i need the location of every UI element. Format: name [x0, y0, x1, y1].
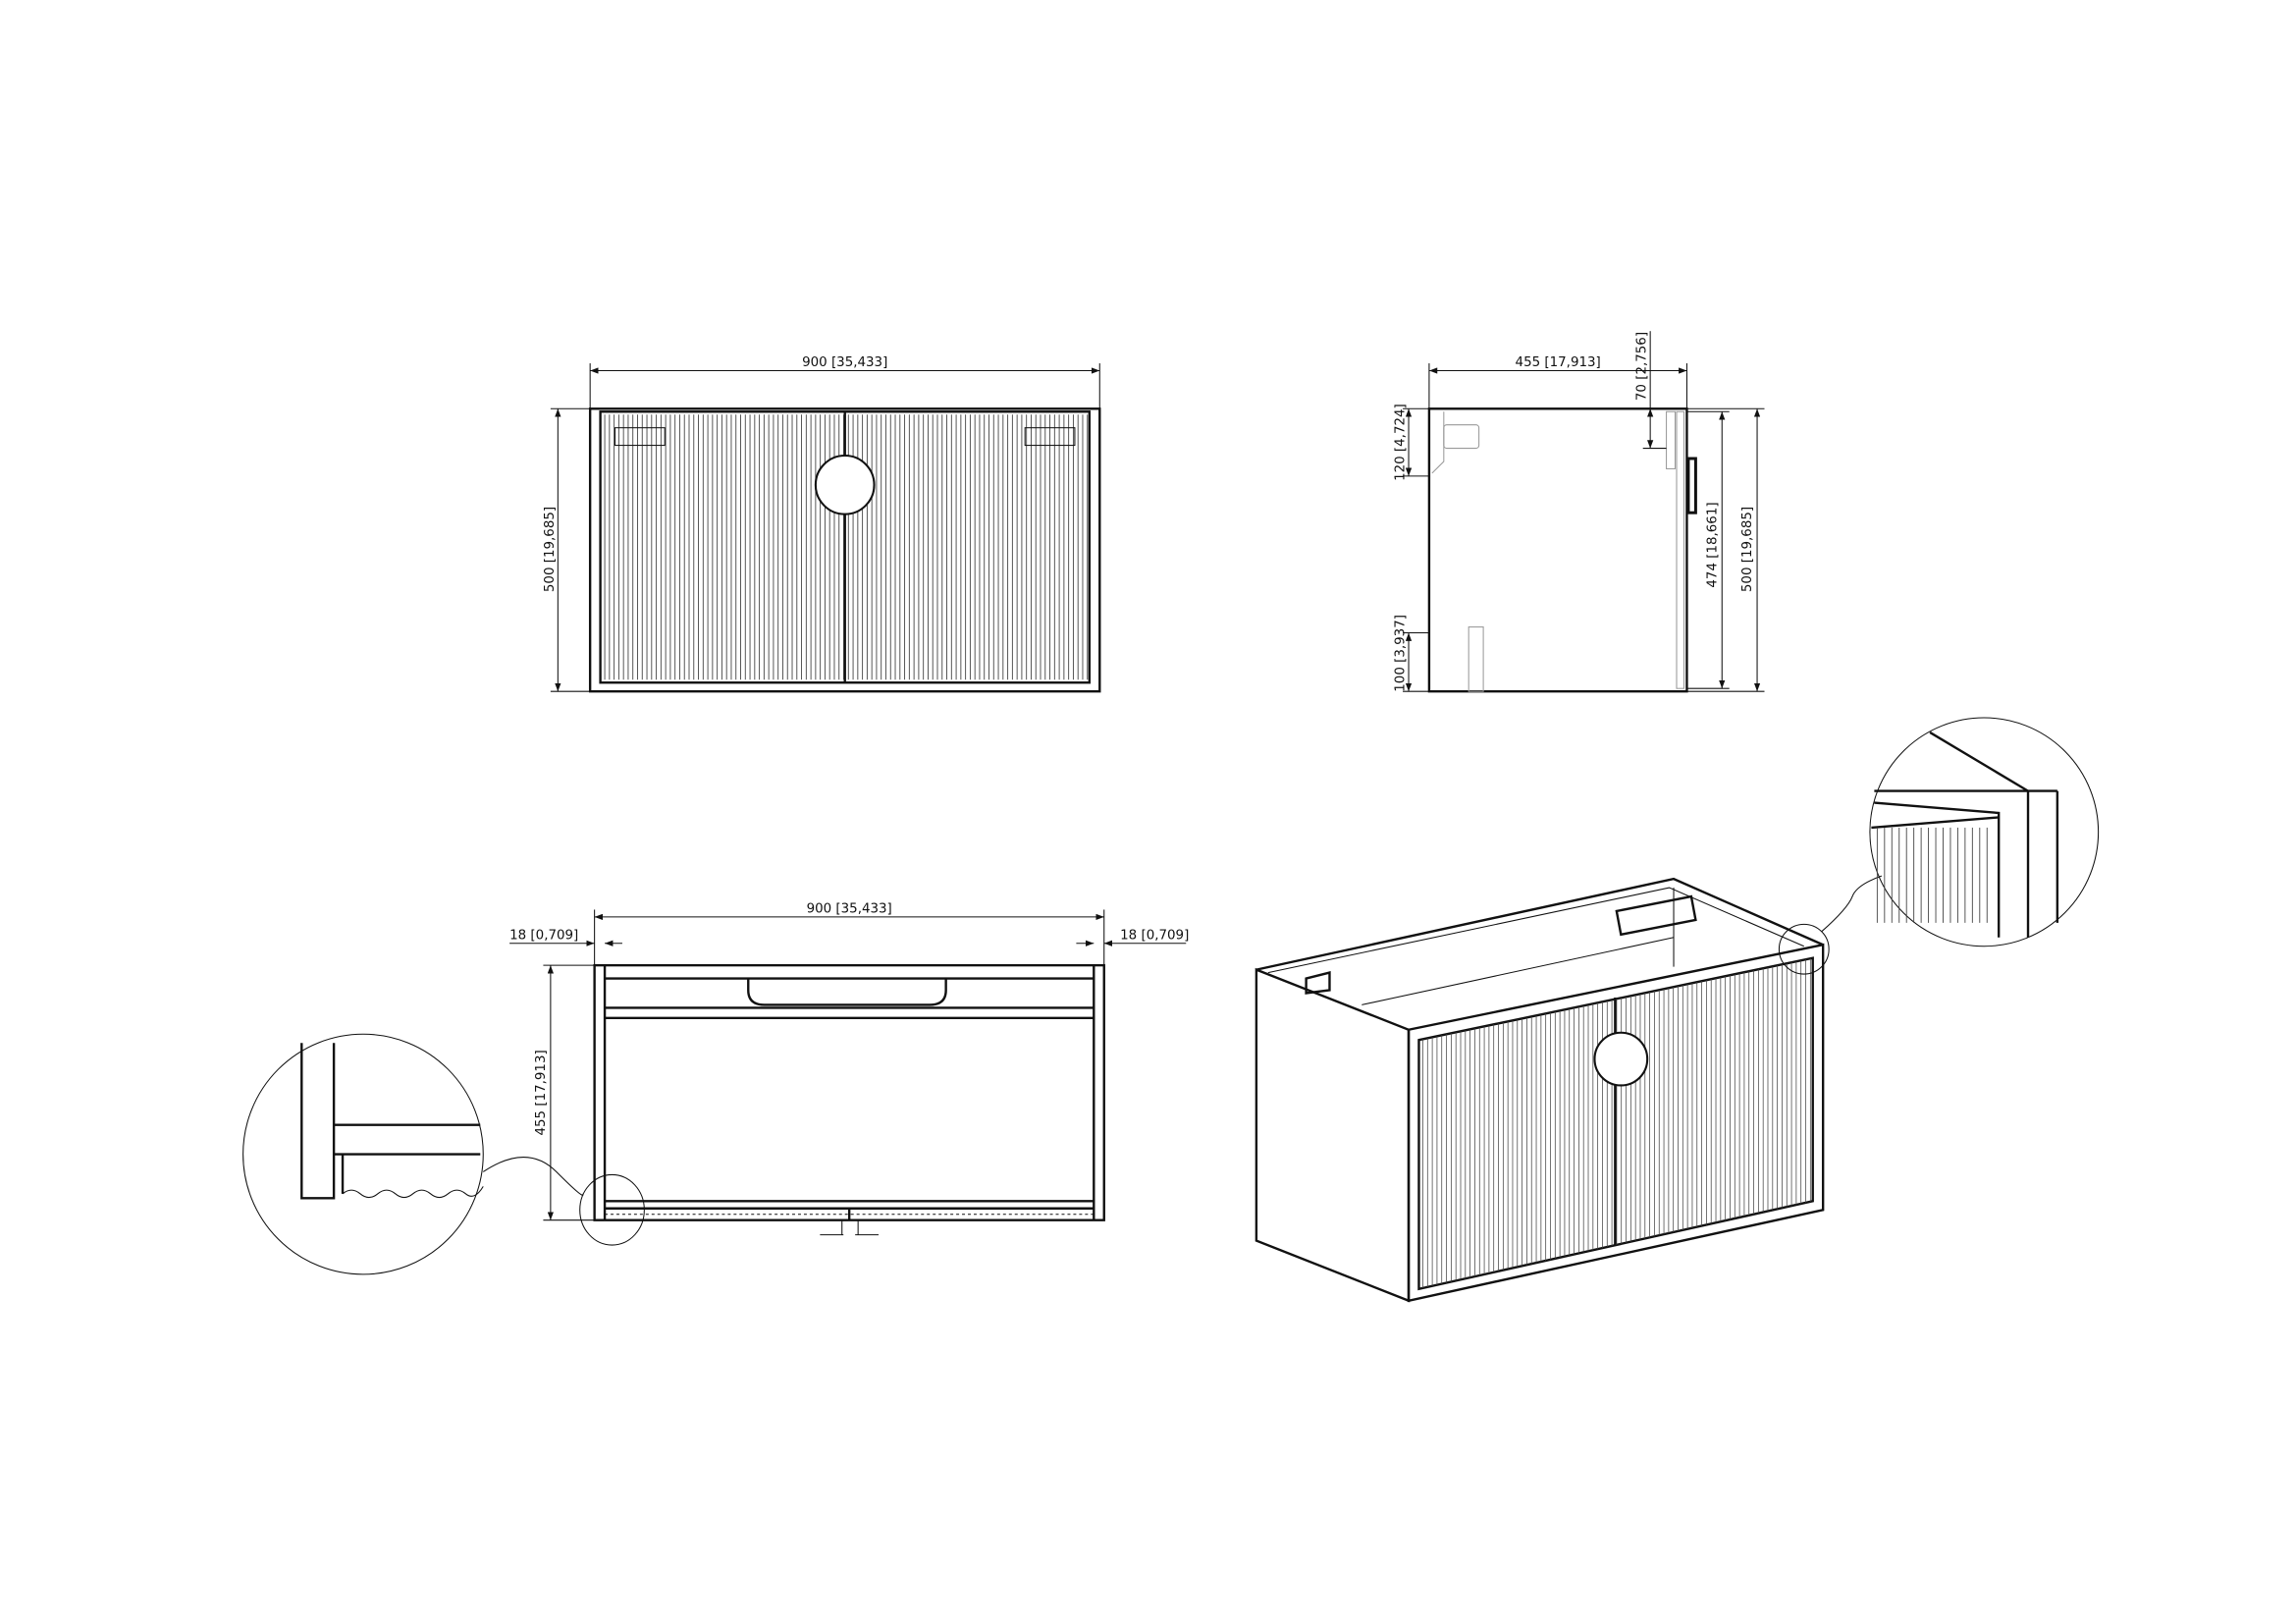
fluting-lines — [604, 414, 1089, 680]
bracket-right — [1024, 427, 1076, 447]
depth-dimension: 455 [17,913] — [534, 1050, 549, 1135]
door-handle — [1686, 457, 1697, 514]
height-dimension: 500 [19,685] — [543, 507, 558, 592]
width-dimension: 900 [35,433] — [802, 355, 887, 370]
foot-dimension: 100 [3,937] — [1394, 615, 1409, 692]
top-view: 900 [35,433] 18 [0,709] 18 [0,709] 455 [… — [242, 901, 1189, 1275]
height-dimension: 500 [19,685] — [1740, 507, 1755, 592]
depth-dimension: 455 [17,913] — [1516, 355, 1601, 370]
front-view: 900 [35,433] 500 [19,685] — [543, 355, 1101, 693]
detail-marker — [579, 1173, 645, 1246]
left-panel-dimension: 18 [0,709] — [509, 928, 578, 943]
iso-fluting-lines — [1422, 958, 1811, 1288]
bracket-left — [614, 427, 666, 447]
right-panel-dimension: 18 [0,709] — [1120, 928, 1189, 943]
detail-callout-bottom — [242, 1033, 484, 1275]
detail-marker — [1778, 923, 1830, 975]
mounting-bracket — [1443, 424, 1480, 450]
top-rail-dimension: 70 [2,756] — [1635, 332, 1650, 401]
isometric-view — [1255, 717, 2100, 1303]
sink-drain-hole — [1593, 1031, 1649, 1087]
bracket-dimension: 120 [4,724] — [1394, 404, 1409, 481]
mounting-bracket — [1615, 894, 1697, 937]
detail-callout-top — [1869, 717, 2100, 947]
door-height-dimension: 474 [18,661] — [1705, 502, 1720, 587]
side-view: 455 [17,913] 70 [2,756] 120 [4,724] 100 … — [1394, 331, 1765, 693]
width-dimension: 900 [35,433] — [807, 901, 892, 916]
sink-drain-hole — [814, 454, 876, 515]
